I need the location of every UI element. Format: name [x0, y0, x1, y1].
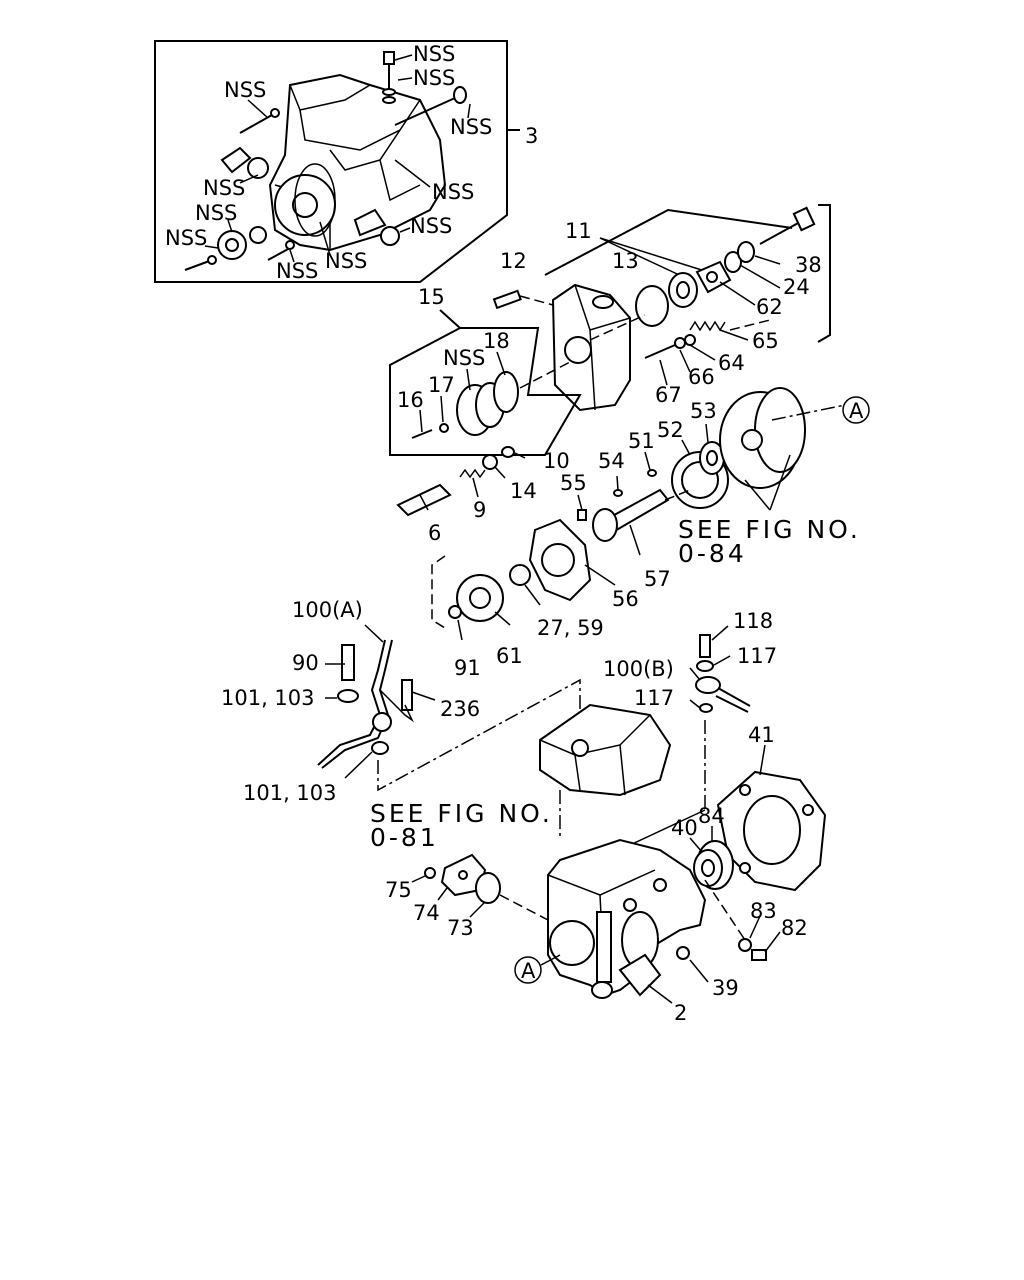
ref-a-top-label: A [849, 399, 864, 423]
label-part-12: 12 [500, 249, 527, 273]
label-part-90: 90 [292, 651, 319, 675]
label-part-67: 67 [655, 383, 682, 407]
label-part-15: 15 [418, 285, 445, 309]
label-nss-11: NSS [276, 259, 318, 283]
parts-6-9-14-10 [396, 446, 526, 517]
label-nss-10: NSS [325, 249, 367, 273]
ref-a-bottom: A [514, 954, 561, 984]
label-nss-8: NSS [410, 214, 452, 238]
label-part-66: 66 [688, 365, 715, 389]
label-part-3: 3 [525, 124, 538, 148]
label-part-53: 53 [690, 399, 717, 423]
label-part-100a: 100(A) [292, 598, 363, 622]
label-part-51: 51 [628, 429, 655, 453]
label-part-27-59: 27, 59 [537, 616, 604, 640]
label-part-101-103-b: 101, 103 [243, 781, 337, 805]
label-part-74: 74 [413, 901, 440, 925]
label-part-54: 54 [598, 449, 625, 473]
connector-line-fig-081 [377, 678, 581, 792]
label-part-57: 57 [644, 567, 671, 591]
label-part-84: 84 [698, 804, 725, 828]
label-part-64: 64 [718, 351, 745, 375]
see-fig-1-line2: 0-84 [678, 539, 747, 568]
label-part-117-b: 117 [634, 686, 674, 710]
label-nss-6: NSS [432, 180, 474, 204]
label-part-10: 10 [543, 449, 570, 473]
label-part-83: 83 [750, 899, 777, 923]
see-fig-2-line1: SEE FIG NO. [370, 799, 553, 828]
label-part-55: 55 [560, 471, 587, 495]
label-part-17: 17 [428, 373, 455, 397]
main-housing-group [547, 838, 707, 1004]
pump-head-081-group [539, 703, 706, 846]
label-part-62: 62 [756, 295, 783, 319]
label-nss-12: NSS [443, 346, 485, 370]
label-part-39: 39 [712, 976, 739, 1000]
label-part-16: 16 [397, 388, 424, 412]
end-cover-group [676, 744, 827, 983]
ref-a-bottom-label: A [521, 959, 536, 983]
label-part-236: 236 [440, 697, 480, 721]
label-part-73: 73 [447, 916, 474, 940]
label-part-14: 14 [510, 479, 537, 503]
label-part-65: 65 [752, 329, 779, 353]
label-nss-1: NSS [224, 78, 266, 102]
drive-shaft-group [431, 387, 846, 641]
pump-housing-assembly-group [154, 40, 520, 283]
see-fig-2-line2: 0-81 [370, 823, 439, 852]
ref-a-top: A [842, 396, 870, 424]
label-part-11: 11 [565, 219, 592, 243]
label-part-6: 6 [428, 521, 441, 545]
pipe-100a-group [317, 624, 436, 779]
pipe-100b-group [689, 625, 751, 713]
label-part-52: 52 [657, 418, 684, 442]
label-part-40: 40 [671, 816, 698, 840]
label-part-38: 38 [795, 253, 822, 277]
label-part-118: 118 [733, 609, 773, 633]
label-nss-5: NSS [203, 176, 245, 200]
label-part-56: 56 [612, 587, 639, 611]
label-part-75: 75 [385, 878, 412, 902]
label-part-100b: 100(B) [603, 657, 674, 681]
label-nss-3: NSS [413, 66, 455, 90]
see-fig-1-line1: SEE FIG NO. [678, 515, 861, 544]
pump-head-group [492, 204, 831, 412]
label-part-13: 13 [612, 249, 639, 273]
label-part-61: 61 [496, 644, 523, 668]
label-part-18: 18 [483, 329, 510, 353]
label-part-101-103-a: 101, 103 [221, 686, 315, 710]
label-nss-7: NSS [195, 201, 237, 225]
part-15-group [389, 309, 582, 456]
label-nss-2: NSS [413, 42, 455, 66]
label-nss-4: NSS [450, 115, 492, 139]
label-part-2: 2 [674, 1001, 687, 1025]
label-part-82: 82 [781, 916, 808, 940]
label-part-41: 41 [748, 723, 775, 747]
label-part-91: 91 [454, 656, 481, 680]
label-nss-9: NSS [165, 226, 207, 250]
label-part-9: 9 [473, 498, 486, 522]
cover-plate-group [411, 853, 549, 921]
label-part-24: 24 [783, 275, 810, 299]
label-part-117-a: 117 [737, 644, 777, 668]
